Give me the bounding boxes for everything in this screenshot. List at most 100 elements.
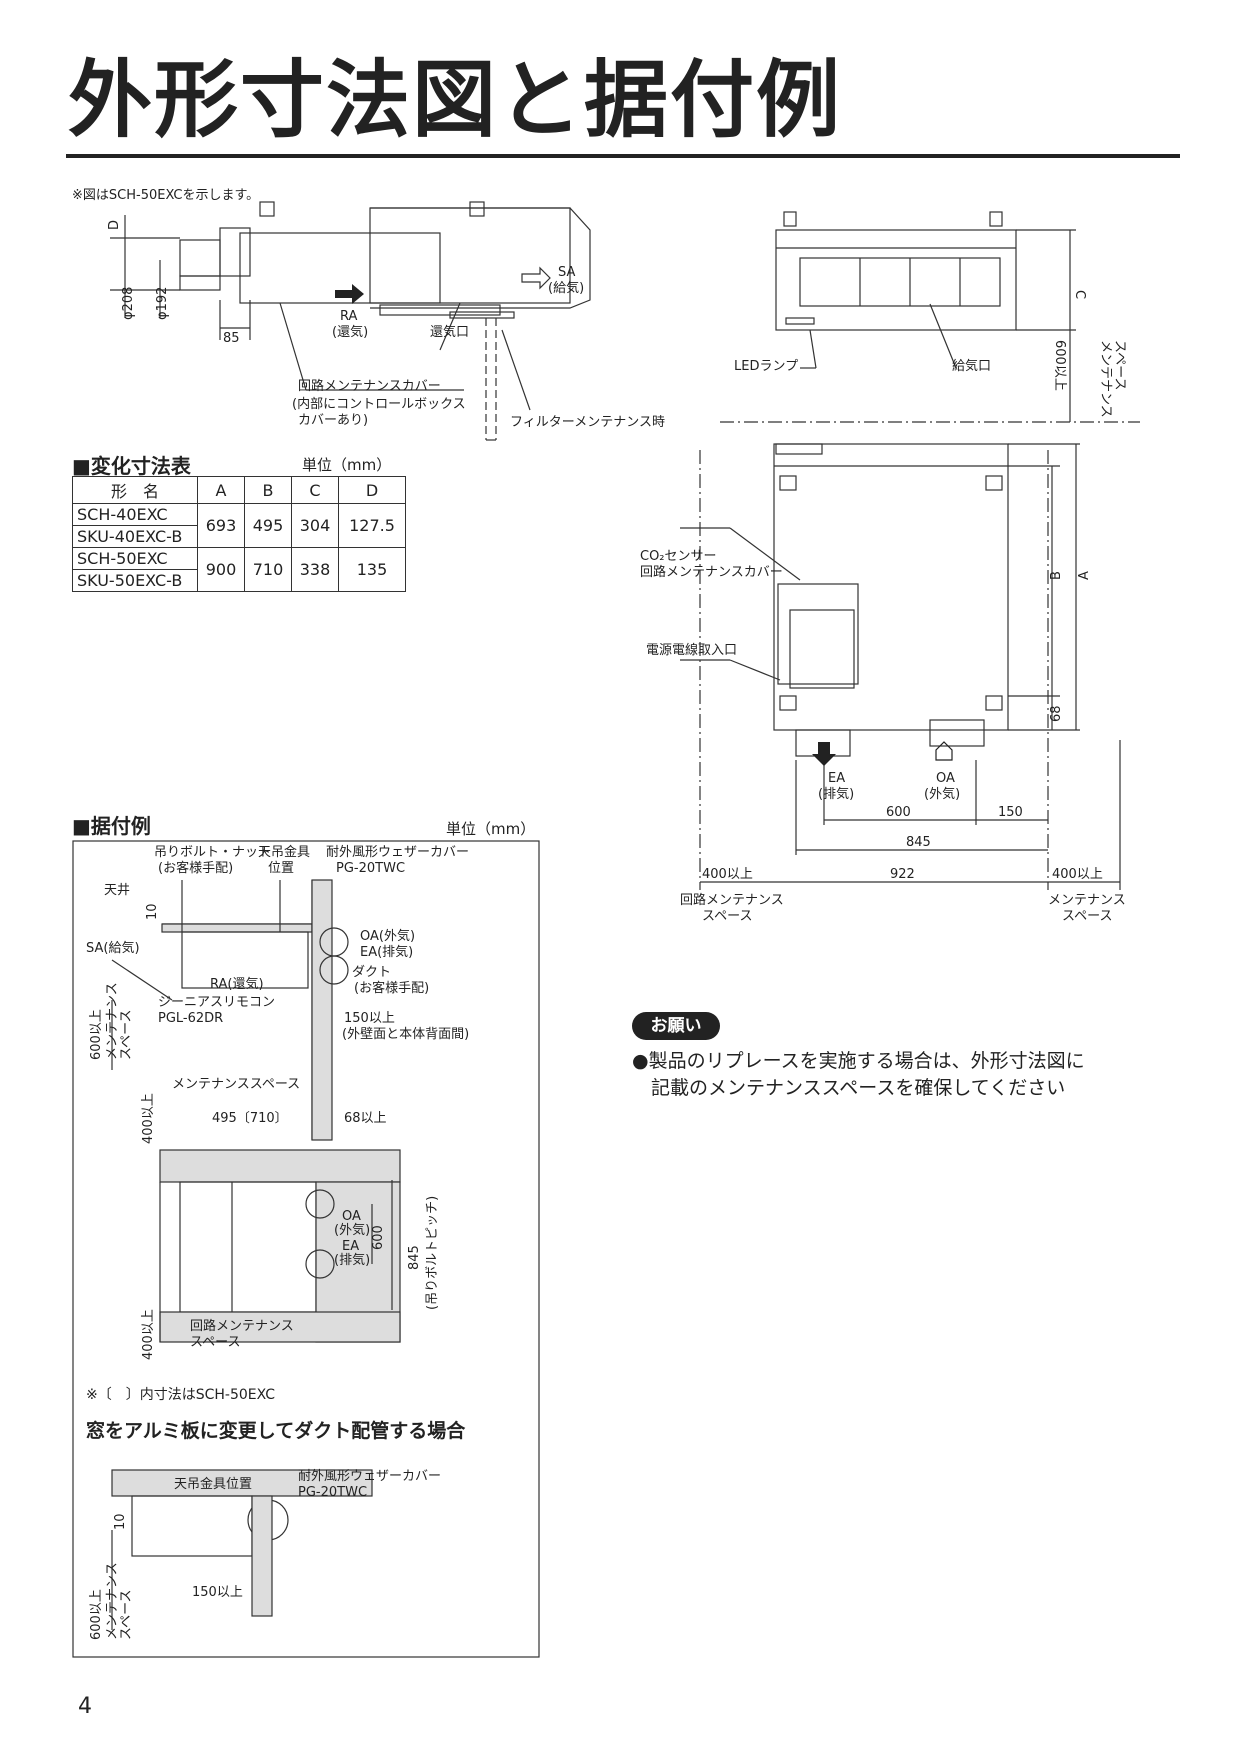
circuit-space-label1: 回路メンテナンス bbox=[680, 892, 784, 908]
dim-845: 845 bbox=[906, 835, 931, 850]
value-D: 127.5 bbox=[338, 503, 406, 548]
model-name: SKU-50EXC-B bbox=[72, 569, 198, 592]
side-view-diagram: D φ208 φ192 85 SA (給気) RA (還気) 還気口 回路メンテ… bbox=[107, 201, 665, 441]
led-lamp-label: LEDランプ bbox=[734, 359, 798, 374]
oa-label: OA bbox=[936, 771, 955, 786]
ra-return-label: RA(還気) bbox=[210, 976, 264, 992]
sa-label: SA bbox=[558, 265, 575, 280]
ceiling-label: 天井 bbox=[104, 883, 130, 898]
remote-label: ジーニアスリモコン bbox=[158, 995, 275, 1010]
dim-A: A bbox=[1077, 571, 1092, 580]
ra-sub-label: (還気) bbox=[332, 324, 368, 340]
plan-circuit-cover-label: 回路メンテナンスカバー bbox=[640, 564, 783, 580]
duct-heading: 窓をアルミ板に変更してダクト配管する場合 bbox=[86, 1420, 466, 1442]
value-D: 135 bbox=[338, 547, 406, 592]
plan-view-diagram: CO₂センサー 回路メンテナンスカバー 電源電線取入口 B A 68 EA (排… bbox=[640, 443, 1126, 924]
maint-space-label2: スペース bbox=[1112, 340, 1127, 390]
duct-space-600: 600以上 bbox=[89, 1589, 104, 1640]
value-A: 900 bbox=[197, 547, 245, 592]
model-name: SKU-40EXC-B bbox=[72, 525, 198, 548]
plan-495: 495〔710〕 bbox=[212, 1111, 288, 1126]
weather-cover-label: 耐外風形ウェザーカバー bbox=[326, 845, 469, 860]
duct-cover-model: PG-20TWC bbox=[298, 1485, 367, 1500]
title-rule bbox=[66, 154, 1180, 158]
dim-922: 922 bbox=[890, 867, 915, 882]
sa-supply-label: SA(給気) bbox=[86, 940, 140, 956]
table-row: SCH-40EXC 693 495 304 127.5 bbox=[72, 503, 406, 548]
install-heading: ■据付例 bbox=[72, 814, 151, 838]
plan-ea-sub: (排気) bbox=[334, 1252, 370, 1268]
table-row: SKU-50EXC-B bbox=[72, 569, 406, 592]
plan-400-top: 400以上 bbox=[141, 1093, 156, 1144]
duct-dim-10: 10 bbox=[113, 1513, 128, 1530]
header-A: A bbox=[197, 476, 245, 504]
dims-table-unit: 単位（mm） bbox=[302, 456, 392, 474]
remote-model: PGL-62DR bbox=[158, 1011, 223, 1026]
hanging-bolt-label: 吊りボルト・ナット bbox=[154, 845, 271, 860]
ea-exhaust-label: EA(排気) bbox=[360, 944, 413, 960]
bracket-note: ※〔 〕内寸法はSCH-50EXC bbox=[86, 1387, 275, 1403]
ra-port-label: 還気口 bbox=[430, 324, 469, 340]
oa-sub-label: (外気) bbox=[924, 786, 960, 802]
duct-fitting-label: 天吊金具位置 bbox=[174, 1476, 252, 1492]
value-C: 304 bbox=[291, 503, 339, 548]
plan-845: 845 bbox=[407, 1245, 422, 1270]
value-C: 338 bbox=[291, 547, 339, 592]
plan-oa-sub: (外気) bbox=[334, 1222, 370, 1238]
value-B: 495 bbox=[244, 503, 292, 548]
circuit-cover-sub1: (内部にコントロールボックス bbox=[292, 396, 466, 412]
install-unit: 単位（mm） bbox=[446, 820, 536, 838]
plan-68: 68以上 bbox=[344, 1111, 387, 1126]
supply-port-label: 給気口 bbox=[952, 358, 991, 374]
circuit-cover-label: 回路メンテナンスカバー bbox=[298, 378, 441, 394]
maint-space-label1: メンテナンス bbox=[1048, 893, 1126, 908]
duct-space-label2: スペース bbox=[119, 1590, 134, 1640]
ra-label: RA bbox=[340, 309, 358, 324]
page-title: 外形寸法図と据付例 bbox=[68, 51, 843, 149]
duct-space-label1: メンテナンス bbox=[105, 1562, 120, 1640]
request-line-1: ●製品のリプレースを実施する場合は、外形寸法図に bbox=[632, 1050, 1085, 1072]
dim-600: 600 bbox=[886, 805, 911, 820]
hanging-bolt-sub: (お客様手配) bbox=[158, 860, 233, 876]
plan-ea-label: EA bbox=[342, 1239, 359, 1254]
value-B: 710 bbox=[244, 547, 292, 592]
duct-label: ダクト bbox=[352, 965, 391, 980]
sa-sub-label: (給気) bbox=[548, 280, 584, 296]
maint-space-label2: スペース bbox=[1062, 909, 1112, 924]
dim-10: 10 bbox=[145, 903, 160, 920]
plan-maint-space: メンテナンススペース bbox=[172, 1077, 300, 1092]
dim-150-note: (外壁面と本体背面間) bbox=[342, 1027, 469, 1042]
circuit-cover-sub2: カバーあり) bbox=[298, 413, 368, 428]
dim-400-right: 400以上 bbox=[1052, 867, 1103, 882]
header-C: C bbox=[291, 476, 339, 504]
plan-circuit-space1: 回路メンテナンス bbox=[190, 1318, 294, 1334]
oa-outside-label: OA(外気) bbox=[360, 928, 415, 944]
dim-208: φ208 bbox=[121, 287, 136, 320]
duct-cover-label: 耐外風形ウェザーカバー bbox=[298, 1469, 441, 1484]
ea-label: EA bbox=[828, 771, 845, 786]
duct-dim-150: 150以上 bbox=[192, 1585, 243, 1600]
maint-space-label1: メンテナンス bbox=[1098, 340, 1113, 418]
request-text: ●製品のリプレースを実施する場合は、外形寸法図に 記載のメンテナンススペースを確… bbox=[632, 1048, 1192, 1102]
plan-845-sub: (吊りボルトピッチ) bbox=[425, 1196, 440, 1310]
model-note: ※図はSCH-50EXCを示します。 bbox=[72, 188, 260, 203]
table-header-row: 形 名 A B C D bbox=[72, 476, 406, 504]
ceiling-fitting-label: 天吊金具 bbox=[258, 844, 310, 860]
power-inlet-label: 電源電線取入口 bbox=[646, 642, 737, 658]
co2-sensor-label: CO₂センサー bbox=[640, 549, 717, 564]
dims-table: 形 名 A B C D SCH-40EXC 693 495 304 127.5 … bbox=[72, 476, 406, 592]
request-badge: お願い bbox=[632, 1012, 720, 1040]
plan-oa-label: OA bbox=[342, 1209, 361, 1224]
ceiling-fitting-sub: 位置 bbox=[268, 861, 294, 876]
plan-600: 600 bbox=[371, 1225, 386, 1250]
model-name: SCH-50EXC bbox=[72, 547, 198, 570]
table-row: SCH-50EXC 900 710 338 135 bbox=[72, 547, 406, 592]
dim-D: D bbox=[107, 220, 122, 230]
dim-400-left: 400以上 bbox=[702, 867, 753, 882]
plan-400-bottom: 400以上 bbox=[141, 1309, 156, 1360]
weather-cover-model: PG-20TWC bbox=[336, 861, 405, 876]
space-600-label: 600以上 bbox=[89, 1009, 104, 1060]
dim-68: 68 bbox=[1049, 705, 1064, 722]
header-B: B bbox=[244, 476, 292, 504]
dim-150: 150 bbox=[998, 805, 1023, 820]
